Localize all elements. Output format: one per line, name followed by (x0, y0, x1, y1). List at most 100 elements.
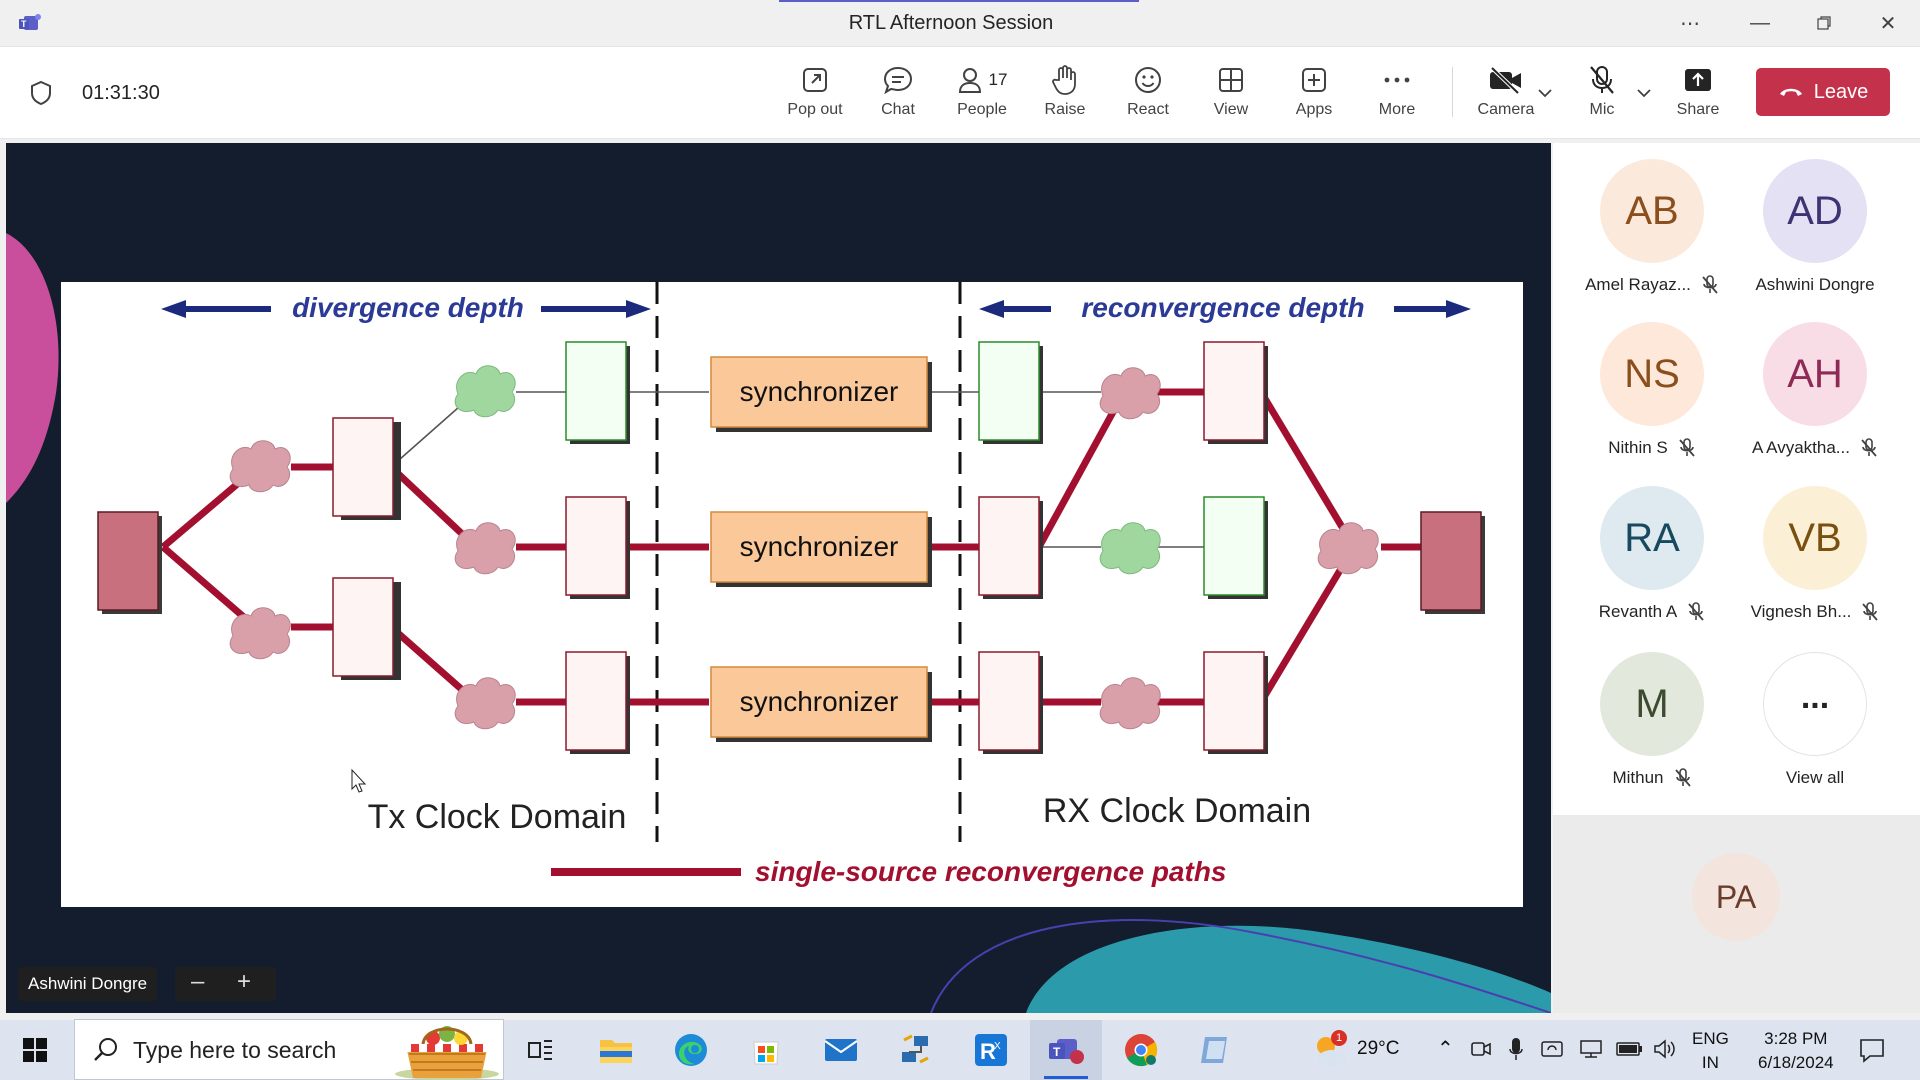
notifications-icon[interactable] (1858, 1036, 1886, 1064)
destination-flop (1420, 511, 1482, 611)
people-icon (958, 68, 981, 93)
participant-avatar: M (1600, 652, 1704, 756)
logic-cloud-green (454, 365, 516, 418)
pop-out-button[interactable]: Pop out (774, 61, 856, 131)
tx-flop (332, 417, 394, 517)
search-icon (94, 1038, 117, 1061)
task-view-button[interactable] (505, 1020, 577, 1080)
view-label: View (1213, 101, 1249, 118)
taskbar-mail[interactable] (805, 1020, 877, 1080)
temperature-label[interactable]: 29°C (1357, 1038, 1400, 1059)
more-dots-icon (1356, 61, 1438, 99)
muted-mic-icon (1861, 438, 1877, 457)
react-button[interactable]: React (1107, 61, 1189, 131)
add-apps-icon (1273, 61, 1355, 99)
rx-flop-green (1203, 496, 1265, 596)
logic-cloud-pink (1099, 367, 1161, 420)
leave-button[interactable]: Leave (1756, 68, 1890, 116)
meet-now-icon[interactable] (1470, 1038, 1492, 1060)
people-button[interactable]: 17 People (941, 61, 1023, 131)
synchronizer-box (710, 356, 928, 428)
view-button[interactable]: View (1190, 61, 1272, 131)
zoom-in-icon[interactable]: + (237, 968, 252, 995)
language-indicator[interactable]: ENG IN (1692, 1027, 1729, 1075)
camera-off-icon (1465, 61, 1547, 99)
language-code: ENG (1692, 1029, 1729, 1048)
network-icon[interactable] (1578, 1038, 1604, 1060)
close-button[interactable]: ✕ (1879, 12, 1897, 35)
self-view-tile: PA (1553, 815, 1920, 1013)
folder-icon (600, 1040, 632, 1063)
taskbar-file-explorer[interactable] (580, 1020, 652, 1080)
view-all-tile[interactable]: ... View all (1735, 652, 1895, 812)
onedrive-sync-icon[interactable] (1540, 1038, 1564, 1060)
cdc-diagram: divergence depth reconvergence depth (97, 282, 1485, 887)
participant-name-row: Revanth A (1572, 602, 1732, 622)
mic-off-icon (1561, 61, 1643, 99)
weather-icon[interactable] (1310, 1030, 1350, 1070)
more-button[interactable]: More (1356, 61, 1438, 131)
participant-name: Mithun (1612, 768, 1664, 787)
chat-button[interactable]: Chat (857, 61, 939, 131)
search-placeholder: Type here to search (133, 1037, 337, 1063)
network-app-icon (902, 1034, 929, 1064)
mouse-cursor-icon (351, 768, 367, 793)
taskbar-app[interactable] (1180, 1020, 1252, 1080)
participant-name-row: A Avyaktha... (1735, 438, 1895, 458)
volume-icon[interactable] (1652, 1037, 1676, 1061)
taskbar-teams[interactable]: T (1030, 1020, 1102, 1080)
self-avatar: PA (1692, 853, 1780, 941)
show-hidden-icons-chevron-icon[interactable]: ⌃ (1437, 1038, 1454, 1060)
mic-options-chevron-icon[interactable] (1636, 85, 1652, 103)
restore-button[interactable] (1804, 8, 1844, 38)
camera-options-chevron-icon[interactable] (1537, 85, 1553, 103)
logic-cloud-pink (1317, 522, 1379, 575)
taskbar-network-app[interactable] (880, 1020, 952, 1080)
participant-tile[interactable]: M Mithun (1572, 652, 1732, 812)
synchronizers: synchronizer synchronizer synchronizer (710, 356, 932, 742)
synchronizer-label: synchronizer (740, 686, 899, 717)
muted-mic-icon (1688, 602, 1704, 621)
clock[interactable]: 3:28 PM 6/18/2024 (1758, 1027, 1834, 1075)
windows-start-button[interactable] (0, 1020, 70, 1080)
participant-avatar: AD (1763, 159, 1867, 263)
camera-button[interactable]: Camera (1465, 61, 1547, 131)
participant-name: Revanth A (1598, 602, 1678, 621)
react-label: React (1127, 101, 1169, 118)
edge-browser-icon (675, 1034, 707, 1066)
chat-label: Chat (881, 101, 915, 118)
raise-hand-button[interactable]: Raise (1024, 61, 1106, 131)
apps-button[interactable]: Apps (1273, 61, 1355, 131)
rx-flop (1203, 651, 1265, 751)
microphone-in-use-icon[interactable] (1508, 1037, 1524, 1061)
taskbar-search-box[interactable]: Type here to search (74, 1019, 504, 1080)
more-label: More (1378, 101, 1416, 118)
tx-clock-domain-label: Tx Clock Domain (368, 798, 627, 836)
taskbar-store[interactable] (730, 1020, 802, 1080)
rx-clock-domain-label: RX Clock Domain (1043, 792, 1311, 830)
more-options-icon[interactable]: ⋯ (1680, 12, 1700, 35)
mic-button[interactable]: Mic (1561, 61, 1643, 131)
meeting-timer: 01:31:30 (82, 82, 160, 104)
muted-mic-icon (1862, 602, 1879, 621)
people-icon-wrap: 17 (941, 61, 1023, 99)
tx-flop-green (565, 341, 627, 441)
task-view-icon (528, 1040, 552, 1060)
participant-avatar: VB (1763, 486, 1867, 590)
share-button[interactable]: Share (1657, 61, 1739, 131)
minimize-button[interactable]: — (1750, 11, 1770, 34)
zoom-out-icon[interactable]: – (191, 968, 205, 995)
presenter-name-tag: Ashwini Dongre (18, 967, 158, 1001)
battery-icon[interactable] (1616, 1040, 1644, 1058)
taskbar-edge[interactable] (655, 1020, 727, 1080)
taskbar-chrome[interactable] (1105, 1020, 1177, 1080)
shared-screen-stage: divergence depth reconvergence depth (6, 143, 1551, 1013)
picnic-basket-icon (395, 1026, 499, 1080)
